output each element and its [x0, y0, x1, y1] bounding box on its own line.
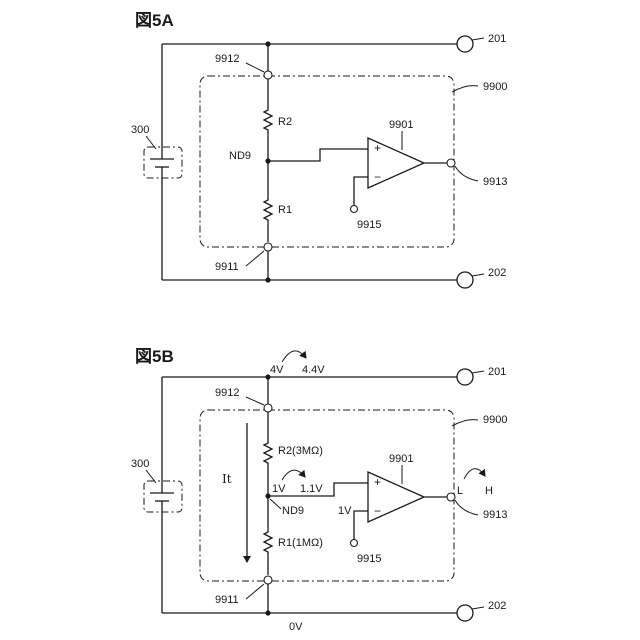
ref-label: 9915	[357, 553, 381, 565]
v-ref: 1V	[338, 505, 352, 517]
figure-title: 図5B	[135, 347, 174, 366]
junction-bottom	[265, 277, 270, 282]
box-label: 9900	[483, 81, 507, 93]
terminal-201-leader	[472, 371, 484, 373]
figure-title: 図5A	[135, 11, 174, 30]
node-bottom-leader	[246, 584, 264, 599]
inverting-wire	[354, 177, 368, 206]
opamp-minus: −	[374, 170, 381, 184]
node-bottom-leader	[246, 251, 264, 266]
output-terminal	[447, 159, 455, 167]
box-leader	[452, 420, 478, 426]
node-bottom-label: 9911	[215, 594, 239, 606]
node-top-label: 9912	[215, 53, 239, 65]
node-top-leader	[246, 397, 264, 405]
terminal-201-label: 201	[488, 33, 506, 45]
terminal-202	[457, 605, 473, 621]
terminal-201-label: 201	[488, 366, 506, 378]
battery-box	[144, 147, 182, 178]
nd9-label: ND9	[229, 150, 251, 162]
terminal-202-leader	[472, 607, 484, 609]
junction-top	[265, 41, 270, 46]
v-mid-arrow	[282, 470, 305, 480]
output-leader	[455, 166, 478, 181]
node-9911	[264, 243, 272, 251]
ref-label: 9915	[357, 219, 381, 231]
ref-terminal	[351, 540, 358, 547]
terminal-201	[457, 36, 473, 52]
out-from: L	[457, 485, 463, 497]
r1-label: R1	[278, 204, 292, 216]
battery-label: 300	[131, 458, 149, 470]
output-label: 9913	[483, 176, 507, 188]
v-mid-to: 1.1V	[300, 483, 323, 495]
box-label: 9900	[483, 414, 507, 426]
opamp-plus: +	[374, 475, 381, 489]
battery-label: 300	[131, 124, 149, 136]
current-label: It	[222, 472, 232, 486]
output-terminal	[447, 493, 455, 501]
opamp-minus: −	[374, 504, 381, 518]
r1-label: R1(1MΩ)	[278, 537, 323, 549]
ref-terminal	[351, 206, 358, 213]
terminal-201-leader	[472, 38, 484, 40]
terminal-202-label: 202	[488, 267, 506, 279]
terminal-202	[457, 272, 473, 288]
inverting-wire	[354, 511, 368, 540]
box-leader	[452, 86, 478, 92]
node-top-label: 9912	[215, 387, 239, 399]
node-top-leader	[246, 63, 264, 72]
v-ground: 0V	[289, 621, 303, 633]
noninverting-wire	[268, 149, 368, 161]
r2-label: R2	[278, 116, 292, 128]
terminal-202-leader	[472, 274, 484, 276]
node-bottom-label: 9911	[215, 261, 239, 273]
opamp-plus: +	[374, 141, 381, 155]
v-top-from: 4V	[270, 364, 284, 376]
battery-box	[144, 481, 182, 512]
output-label: 9913	[483, 509, 507, 521]
v-top-to: 4.4V	[302, 364, 325, 376]
nd9-label: ND9	[282, 505, 304, 517]
output-leader	[455, 500, 478, 515]
out-to: H	[485, 485, 493, 497]
out-arrow	[464, 469, 485, 479]
terminal-201	[457, 369, 473, 385]
v-top-arrow	[282, 351, 306, 362]
nd9-leader	[270, 499, 281, 509]
figure-5b: 図5B 300 9900 9912 9911 R2(3MΩ) R1(1MΩ) N…	[131, 347, 507, 633]
r2-label: R2(3MΩ)	[278, 445, 323, 457]
junction-bottom	[265, 610, 270, 615]
node-9912	[264, 404, 272, 412]
node-9911	[264, 576, 272, 584]
figure-5a: 図5A 300 9900 9912 9911 R2 R1 ND9	[131, 11, 507, 288]
opamp-label: 9901	[389, 453, 413, 465]
opamp-label: 9901	[389, 119, 413, 131]
terminal-202-label: 202	[488, 600, 506, 612]
node-9912	[264, 71, 272, 79]
v-mid-from: 1V	[272, 483, 286, 495]
